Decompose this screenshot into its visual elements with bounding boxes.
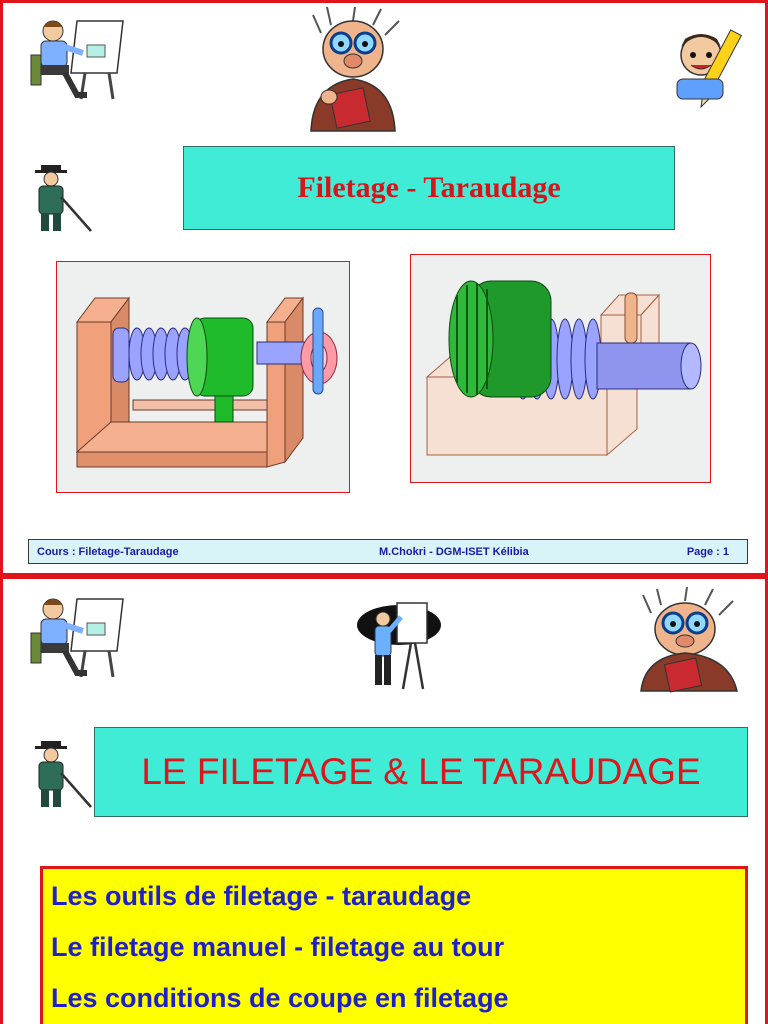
topics-list: Les outils de filetage - taraudage Le fi… bbox=[40, 866, 748, 1024]
topic-item: Les conditions de coupe en filetage bbox=[51, 983, 509, 1013]
footer-author: M.Chokri - DGM-ISET Kélibia bbox=[379, 546, 529, 558]
footer-page-number: Page : 1 bbox=[686, 546, 729, 558]
topic-item: Les outils de filetage - taraudage bbox=[51, 881, 472, 911]
presenter-at-board-icon bbox=[357, 602, 441, 690]
professor-reading-icon bbox=[310, 7, 400, 132]
document-page-2: LE FILETAGE & LE TARAUDAGE Les outils de… bbox=[0, 576, 768, 1024]
kid-with-pencil-icon bbox=[676, 29, 742, 109]
section-title: LE FILETAGE & LE TARAUDAGE bbox=[94, 727, 748, 817]
man-with-cane-icon bbox=[35, 741, 92, 808]
man-with-cane-icon bbox=[35, 165, 92, 232]
page-footer: Cours : Filetage-Taraudage M.Chokri - DG… bbox=[28, 539, 748, 564]
page-title: Filetage - Taraudage bbox=[183, 146, 675, 230]
threaded-shaft-illustration bbox=[410, 254, 711, 483]
document-page-1: Filetage - Taraudage bbox=[0, 0, 768, 576]
topic-item: Le filetage manuel - filetage au tour bbox=[51, 932, 505, 962]
drafter-at-desk-icon bbox=[30, 20, 124, 100]
screw-vice-illustration bbox=[56, 261, 350, 493]
footer-course: Cours : Filetage-Taraudage bbox=[37, 546, 179, 558]
professor-reading-icon bbox=[640, 587, 738, 693]
drafter-at-desk-icon bbox=[30, 598, 124, 678]
